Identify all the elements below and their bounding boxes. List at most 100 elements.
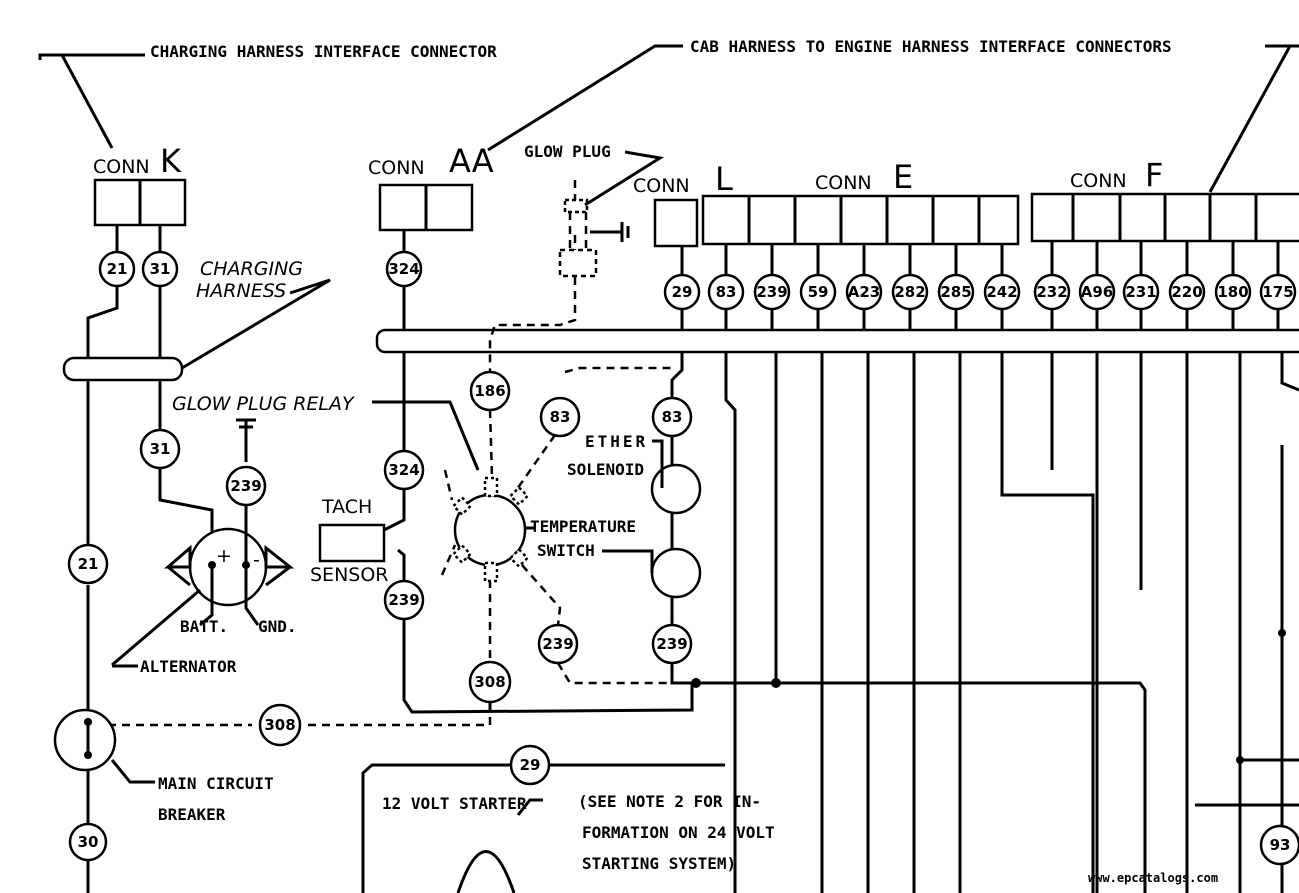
solenoid-label: SOLENOID xyxy=(567,460,644,479)
tach-sensor xyxy=(318,523,386,563)
conn-k-letter: K xyxy=(160,142,182,180)
charging-harness-bundle xyxy=(62,356,184,382)
ether-solenoid xyxy=(650,463,702,515)
breaker-label-1: MAIN CIRCUIT xyxy=(158,774,274,793)
glow-plug-label: GLOW PLUG xyxy=(524,142,611,161)
cab-connectors-label: CAB HARNESS TO ENGINE HARNESS INTERFACE … xyxy=(690,37,1172,56)
gnd-label: GND. xyxy=(258,617,297,636)
conn-k-prefix: CONN xyxy=(93,156,150,178)
wire-83-relay: 83 xyxy=(539,396,581,438)
main-circuit-breaker xyxy=(53,708,117,772)
svg-text:239: 239 xyxy=(388,591,419,609)
conn-e-body xyxy=(701,194,1020,246)
wire-83-ether: 83 xyxy=(651,396,693,438)
svg-text:186: 186 xyxy=(474,382,505,400)
charging-connector-label: CHARGING HARNESS INTERFACE CONNECTOR xyxy=(150,42,497,61)
conn-l-prefix: CONN xyxy=(633,175,690,197)
wire-285-conn-e: 285 xyxy=(937,273,975,311)
watermark: www.epcatalogs.com xyxy=(1088,871,1218,885)
svg-text:29: 29 xyxy=(520,756,541,774)
wire-83-conn-e: 83 xyxy=(707,273,745,311)
svg-text:29: 29 xyxy=(672,283,693,301)
wire-239-conn-e: 239 xyxy=(753,273,791,311)
wire-308-relay: 308 xyxy=(468,660,512,704)
alternator-label: ALTERNATOR xyxy=(140,657,237,676)
ether-label: ETHER xyxy=(585,432,648,451)
svg-text:31: 31 xyxy=(150,260,171,278)
charging-harness-label-2: HARNESS xyxy=(196,280,286,302)
conn-f-prefix: CONN xyxy=(1070,170,1127,192)
temperature-switch xyxy=(650,547,702,599)
wire-175-conn-f: 175 xyxy=(1259,273,1297,311)
svg-text:59: 59 xyxy=(808,283,829,301)
switch-label: SWITCH xyxy=(537,541,595,560)
note-line-2: FORMATION ON 24 VOLT xyxy=(582,823,775,842)
svg-text:A23: A23 xyxy=(848,283,880,301)
wire-31-top: 31 xyxy=(141,250,179,288)
svg-text:83: 83 xyxy=(662,408,683,426)
svg-text:239: 239 xyxy=(542,635,573,653)
svg-text:285: 285 xyxy=(940,283,971,301)
wire-59-conn-e: 59 xyxy=(799,273,837,311)
glow-plug-top xyxy=(563,198,589,214)
svg-text:30: 30 xyxy=(78,833,99,851)
svg-text:21: 21 xyxy=(78,555,99,573)
charging-harness-label-1: CHARGING xyxy=(200,258,303,280)
svg-text:308: 308 xyxy=(264,716,295,734)
wire-21-mid: 21 xyxy=(67,543,109,585)
breaker-label-2: BREAKER xyxy=(158,805,226,824)
wire-324-top: 324 xyxy=(385,250,423,288)
wire-31-mid: 31 xyxy=(139,428,181,470)
wire-21-top: 21 xyxy=(98,250,136,288)
svg-text:324: 324 xyxy=(388,461,419,479)
wire-239-tach: 239 xyxy=(383,579,425,621)
main-harness-bundle xyxy=(375,328,1299,354)
svg-text:175: 175 xyxy=(1262,283,1293,301)
wire-180-conn-f: 180 xyxy=(1214,273,1252,311)
wire-29-starter: 29 xyxy=(509,744,551,786)
svg-text:239: 239 xyxy=(756,283,787,301)
wire-232-conn-f: 232 xyxy=(1033,273,1071,311)
alternator-minus: - xyxy=(253,549,260,571)
svg-text:282: 282 xyxy=(894,283,925,301)
conn-aa-prefix: CONN xyxy=(368,157,425,179)
wire-a23-conn-e: A23 xyxy=(845,273,883,311)
wire-239-relay: 239 xyxy=(537,623,579,665)
wire-a96-conn-f: A96 xyxy=(1078,273,1116,311)
wire-239-alternator: 239 xyxy=(225,465,267,507)
sensor-label: SENSOR xyxy=(310,564,389,586)
wire-242-conn-e: 242 xyxy=(983,273,1021,311)
wire-93: 93 xyxy=(1259,824,1299,866)
wire-324-mid: 324 xyxy=(383,449,425,491)
conn-l-letter: L xyxy=(715,160,733,198)
alternator-plus: + xyxy=(216,545,232,567)
glow-plug-relay-label: GLOW PLUG RELAY xyxy=(172,393,355,415)
conn-aa-letter: AA xyxy=(449,142,494,180)
conn-e-prefix: CONN xyxy=(815,172,872,194)
wire-308-breaker: 308 xyxy=(258,703,302,747)
svg-text:242: 242 xyxy=(986,283,1017,301)
svg-text:93: 93 xyxy=(1270,836,1291,854)
conn-f-letter: F xyxy=(1145,156,1163,194)
conn-l-body xyxy=(653,198,699,248)
starter-label: 12 VOLT STARTER xyxy=(382,794,527,813)
note-line-1: (SEE NOTE 2 FOR IN- xyxy=(578,792,761,811)
svg-text:A96: A96 xyxy=(1081,283,1113,301)
wire-29-conn-l: 29 xyxy=(663,273,701,311)
svg-text:308: 308 xyxy=(474,673,505,691)
svg-text:83: 83 xyxy=(716,283,737,301)
wire-282-conn-e: 282 xyxy=(891,273,929,311)
note-line-3: STARTING SYSTEM) xyxy=(582,854,736,873)
wire-231-conn-f: 231 xyxy=(1122,273,1160,311)
svg-text:220: 220 xyxy=(1171,283,1202,301)
wire-239-temp: 239 xyxy=(651,623,693,665)
svg-text:83: 83 xyxy=(550,408,571,426)
svg-text:232: 232 xyxy=(1036,283,1067,301)
svg-text:324: 324 xyxy=(388,260,419,278)
temperature-label: TEMPERATURE xyxy=(530,517,636,536)
glow-plug-body xyxy=(558,248,598,278)
svg-text:239: 239 xyxy=(656,635,687,653)
wire-220-conn-f: 220 xyxy=(1168,273,1206,311)
svg-text:180: 180 xyxy=(1217,283,1248,301)
